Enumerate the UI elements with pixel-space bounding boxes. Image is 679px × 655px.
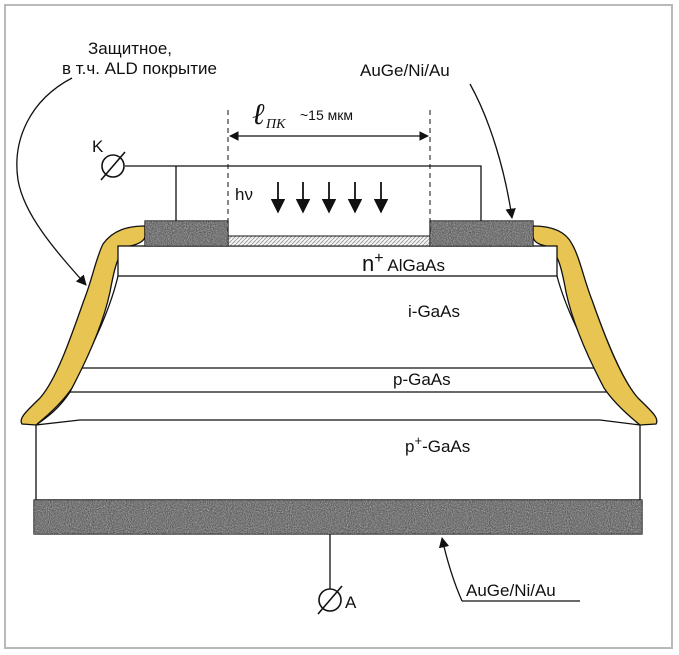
top-contact-leader — [469, 83, 516, 220]
optical-window — [227, 235, 431, 247]
coating-leader — [16, 77, 87, 286]
top-contact-label: AuGe/Ni/Au — [360, 61, 450, 80]
width-subscript: ПК — [265, 117, 286, 132]
layer-p-plus-label: p+-GaAs — [405, 433, 470, 456]
layer-p-plus-gaas — [35, 419, 641, 501]
anode-terminal-icon — [317, 585, 343, 615]
width-value: ~15 мкм — [300, 107, 353, 123]
cathode-label: K — [92, 137, 104, 156]
cathode-wire — [125, 165, 482, 221]
photon-label: hν — [235, 185, 253, 204]
cathode-terminal-icon — [100, 151, 126, 181]
layer-n-plus-algaas — [117, 245, 558, 277]
bottom-contact-label: AuGe/Ni/Au — [466, 581, 556, 600]
bottom-contact-leader — [438, 536, 463, 602]
coating-label-line2: в т.ч. ALD покрытие — [62, 59, 217, 78]
width-symbol: ℓ — [252, 98, 265, 131]
coating-label-line1: Защитное, — [88, 39, 172, 58]
anode-label: A — [345, 593, 357, 612]
incident-light-arrows-icon — [270, 182, 389, 214]
layer-p-label: p-GaAs — [393, 370, 451, 389]
figure-frame — [4, 4, 673, 649]
layer-i-label: i-GaAs — [408, 302, 460, 321]
layer-n-plus-label: n+ AlGaAs — [362, 250, 445, 276]
